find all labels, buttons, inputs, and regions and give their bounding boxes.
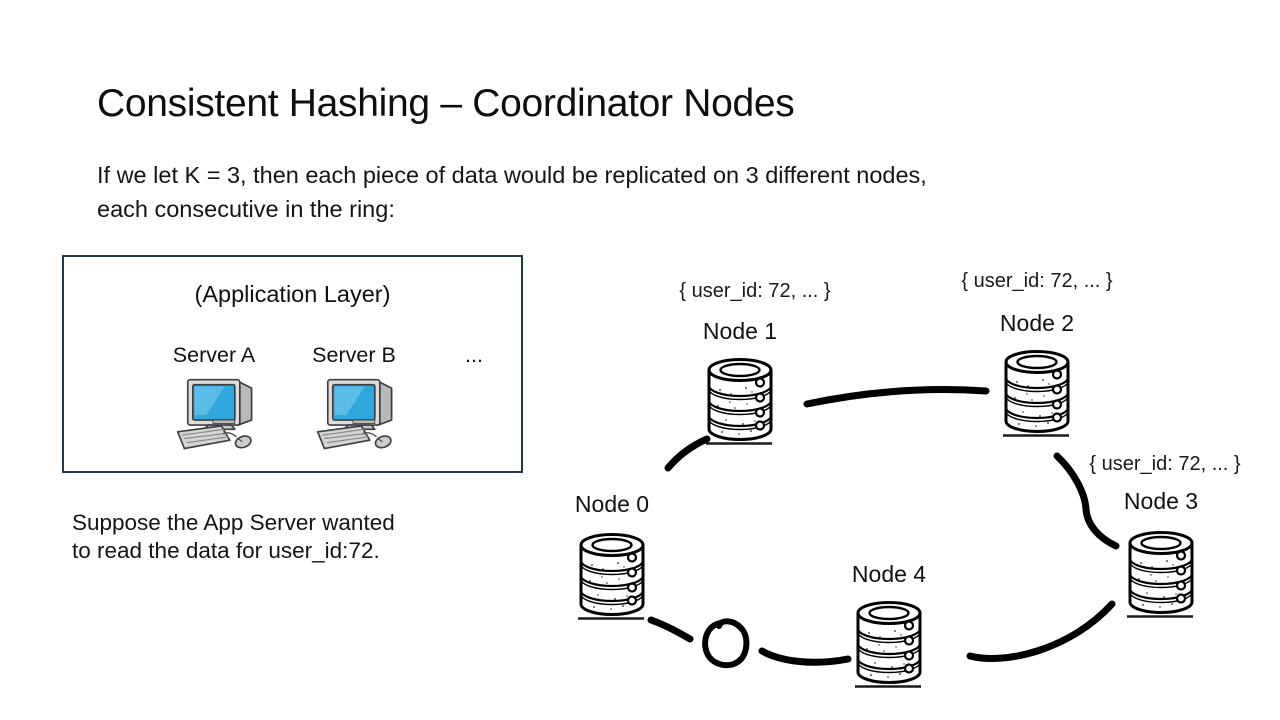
more-servers-ellipsis: ... (465, 343, 483, 367)
database-icon (706, 358, 773, 445)
node-label: Node 0 (574, 491, 650, 517)
handwritten-zero-loop (702, 618, 750, 669)
database-icon (1127, 531, 1194, 618)
note-line-2: to read the data for user_id:72. (72, 538, 380, 563)
slide-title: Consistent Hashing – Coordinator Nodes (97, 82, 795, 125)
ring-stroke-node1-node2 (803, 386, 990, 408)
node-label: Node 1 (702, 318, 778, 344)
data-record-label: { user_id: 72, ... } (679, 280, 831, 302)
intro-line-1: If we let K = 3, then each piece of data… (97, 162, 927, 188)
data-record-label: { user_id: 72, ... } (1089, 453, 1241, 475)
note-text: Suppose the App Server wanted to read th… (72, 509, 395, 565)
ring-node-3: { user_id: 72, ... } Node 3 (1089, 453, 1241, 619)
node-label: Node 4 (851, 561, 927, 587)
ring-stroke-node0-tail (647, 616, 694, 643)
ring-node-4: Node 4 (852, 561, 926, 689)
database-icon (578, 533, 645, 620)
computer-icon (176, 378, 253, 450)
ring-node-1: { user_id: 72, ... } Node 1 (679, 280, 831, 446)
note-line-1: Suppose the App Server wanted (72, 510, 395, 535)
ring-stroke-node0-node1 (664, 435, 711, 472)
database-icon (1003, 350, 1070, 437)
database-icon (855, 601, 922, 688)
intro-paragraph: If we let K = 3, then each piece of data… (97, 158, 927, 226)
node-label: Node 3 (1123, 488, 1199, 514)
computer-icon (316, 378, 393, 450)
server-a-label: Server A (172, 343, 256, 367)
ring-stroke-zero-node4 (758, 647, 852, 666)
application-layer-heading: (Application Layer) (194, 281, 391, 307)
server-b-label: Server B (312, 343, 396, 367)
data-record-label: { user_id: 72, ... } (961, 270, 1113, 292)
application-layer-box: (Application Layer) Server A Server B ..… (62, 255, 523, 473)
ring-stroke-node4-node3 (966, 600, 1116, 662)
ring-node-2: { user_id: 72, ... } Node 2 (961, 270, 1113, 438)
ring-node-0: Node 0 (575, 491, 649, 621)
intro-line-2: each consecutive in the ring: (97, 196, 395, 222)
node-label: Node 2 (999, 310, 1075, 336)
